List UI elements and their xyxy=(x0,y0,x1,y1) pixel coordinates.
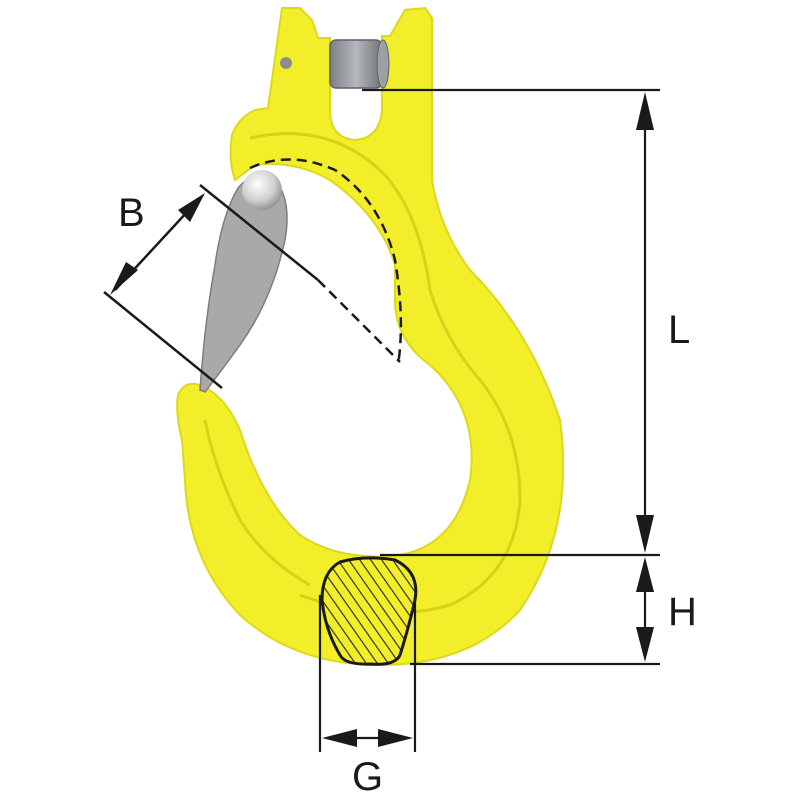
clevis-pin xyxy=(329,39,383,89)
dimension-h-arrow-head xyxy=(636,627,654,662)
clevis-pin-end xyxy=(376,39,390,89)
dimension-h-arrow-head xyxy=(636,557,654,592)
dimension-l-arrow-head xyxy=(636,92,654,130)
hook-groove-line xyxy=(203,419,311,587)
dimension-l xyxy=(362,88,660,557)
safety-latch xyxy=(199,174,288,393)
rivet-dot xyxy=(280,57,292,69)
latch-open-outline xyxy=(249,158,403,366)
cross-section-hatched xyxy=(320,556,418,666)
hook-groove-line xyxy=(249,132,522,615)
label-b: B xyxy=(118,191,145,235)
dimension-l-arrow-head xyxy=(636,515,654,553)
dimension-g-arrow-head xyxy=(322,729,357,747)
dimension-b-arrow-head xyxy=(178,193,205,222)
latch-ball xyxy=(242,170,282,210)
label-l: L xyxy=(668,308,690,352)
hook-body xyxy=(176,6,565,667)
dimension-g-arrow-head xyxy=(378,729,413,747)
dimension-b-arrow-head xyxy=(110,262,138,295)
label-g: G xyxy=(352,755,383,799)
label-h: H xyxy=(668,590,697,634)
